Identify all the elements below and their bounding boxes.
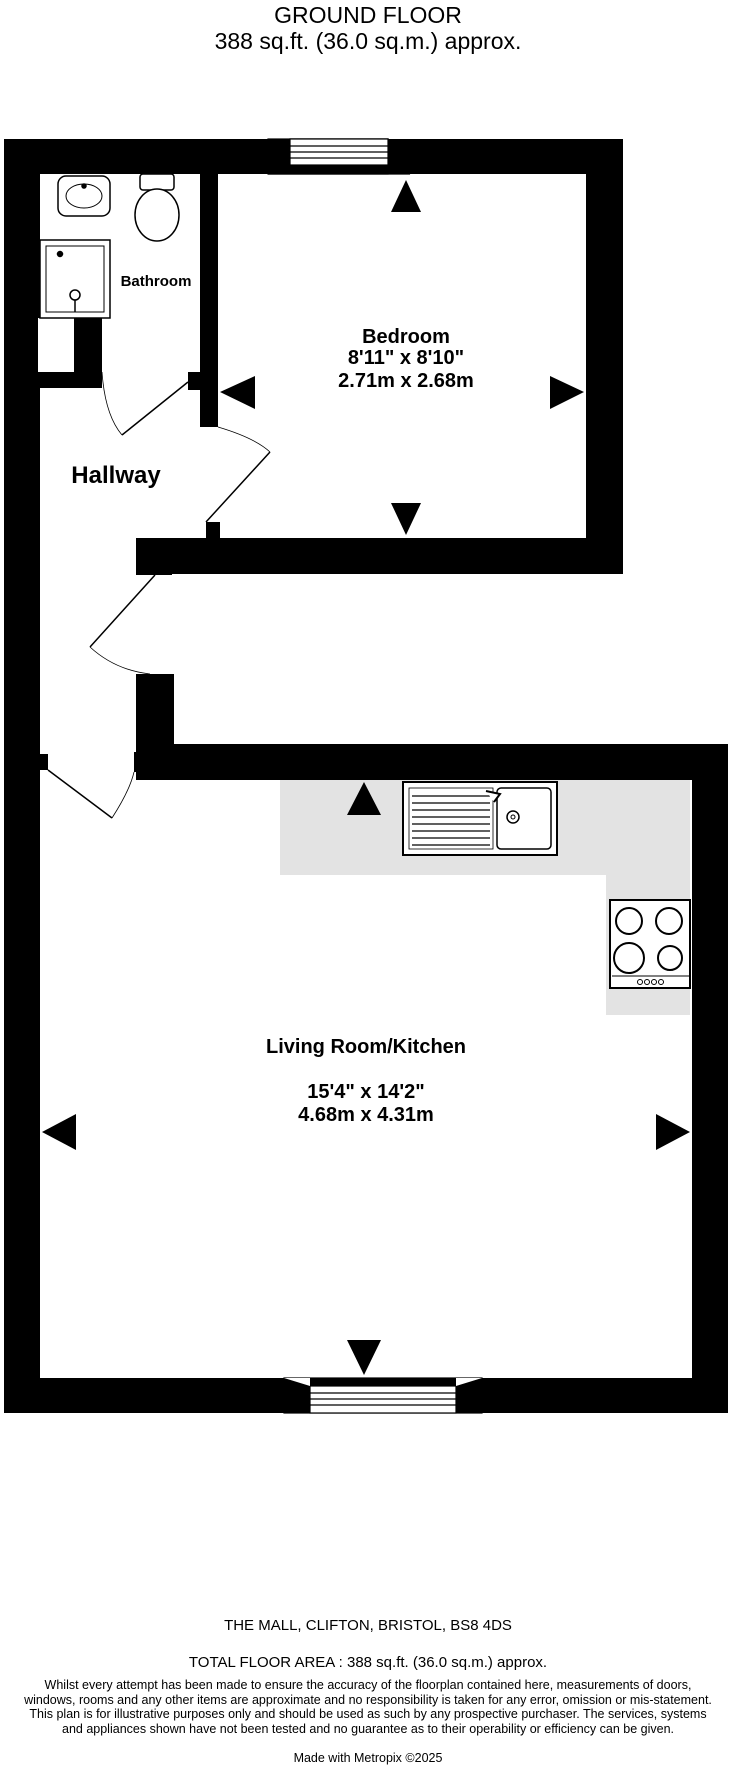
bedroom-imperial: 8'11" x 8'10" (348, 347, 464, 369)
hallway-label: Hallway (71, 462, 161, 489)
hob-icon (609, 899, 691, 989)
window-bottom (283, 1377, 483, 1414)
window-top (267, 138, 411, 175)
living-arrow-up (347, 782, 381, 815)
bathroom-label: Bathroom (121, 273, 192, 290)
shower-icon (39, 239, 111, 319)
living-label: Living Room/Kitchen (266, 1036, 466, 1058)
bedroom-arrow-left (220, 376, 255, 409)
living-arrow-down (347, 1340, 381, 1375)
toilet-icon (134, 173, 180, 242)
dimension-arrows (42, 180, 690, 1375)
living-arrow-left (42, 1114, 76, 1150)
bedroom-label: Bedroom (362, 326, 450, 348)
bathroom-fixtures (39, 173, 180, 319)
property-address: THE MALL, CLIFTON, BRISTOL, BS8 4DS (224, 1617, 512, 1634)
total-floor-area: TOTAL FLOOR AREA : 388 sq.ft. (36.0 sq.m… (188, 1654, 548, 1671)
living-metric: 4.68m x 4.31m (298, 1104, 434, 1126)
sink-icon (402, 781, 558, 856)
bedroom-arrow-up (391, 180, 421, 212)
bedroom-arrow-right (550, 376, 584, 409)
walls (4, 139, 728, 1413)
floor-area: 388 sq.ft. (36.0 sq.m.) approx. (214, 28, 522, 54)
living-arrow-right (656, 1114, 690, 1150)
living-imperial: 15'4" x 14'2" (307, 1081, 424, 1103)
kitchen-counter (280, 780, 690, 1015)
bedroom-arrow-down (391, 503, 421, 535)
bedroom-metric: 2.71m x 2.68m (338, 370, 474, 392)
disclaimer-text: Whilst every attempt has been made to en… (24, 1678, 712, 1736)
floor-title: GROUND FLOOR (274, 2, 462, 28)
floor-plan: Bathroom Hallway Bedroom 8'11" x 8'10" 2… (4, 138, 728, 1414)
made-with-credit: Made with Metropix ©2025 (293, 1751, 443, 1765)
doors (47, 371, 271, 819)
